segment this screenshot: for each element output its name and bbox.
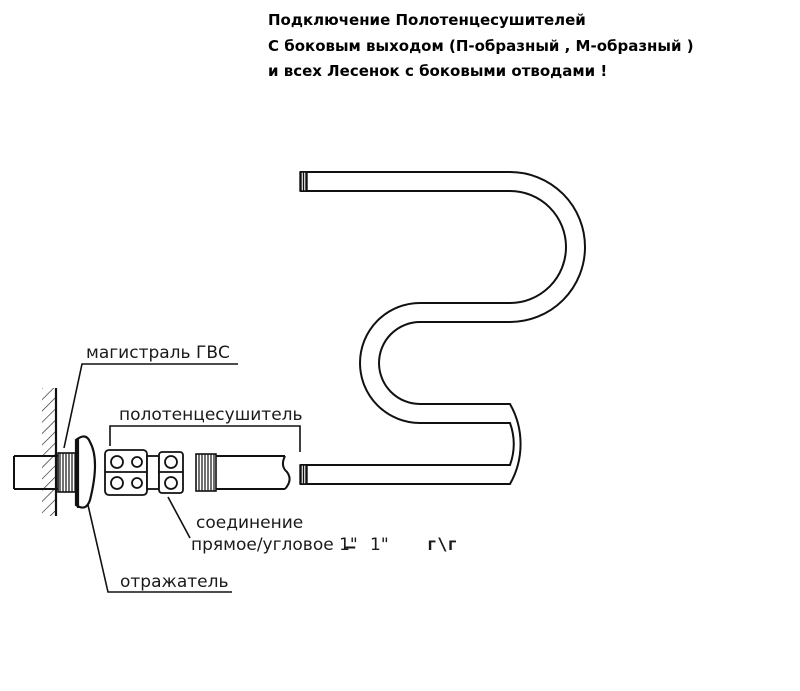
- supply-pipe-thread: [57, 452, 77, 493]
- reflector: [74, 435, 97, 509]
- leader-reflector: [87, 504, 232, 593]
- label-main-line: магистраль ГВС: [86, 343, 230, 363]
- towel-dryer-thread-top: [299, 171, 308, 192]
- title-line-2: С боковым выходом (П-образный , М-образн…: [268, 36, 694, 55]
- label-connection-size: 1": [370, 535, 389, 555]
- label-connection-dash: –: [345, 537, 356, 557]
- leader-towel-dryer: [109, 425, 301, 452]
- label-connection-line1: соединение: [196, 513, 303, 533]
- diagram-title: Подключение Полотенцесушителей С боковым…: [268, 8, 694, 85]
- label-connection-line2: прямое/угловое 1": [191, 535, 358, 555]
- leader-lines: [63, 363, 301, 593]
- label-connection-type: г\г: [427, 535, 458, 555]
- title-line-1: Подключение Полотенцесушителей: [268, 11, 586, 29]
- dryer-inlet-thread: [195, 453, 217, 492]
- label-reflector: отражатель: [120, 572, 229, 592]
- fitting: [104, 449, 184, 496]
- towel-dryer-pipe: [300, 171, 586, 485]
- wall: [42, 388, 58, 516]
- towel-dryer-thread-bottom: [299, 464, 308, 485]
- towel-dryer-inner-contour: [300, 190, 567, 466]
- title-line-3: и всех Лесенок с боковыми отводами !: [268, 62, 608, 80]
- leader-main-line: [63, 363, 238, 449]
- leader-connection: [167, 496, 191, 539]
- towel-dryer-outer-contour: [300, 171, 586, 485]
- label-towel-dryer: полотенцесушитель: [119, 405, 303, 425]
